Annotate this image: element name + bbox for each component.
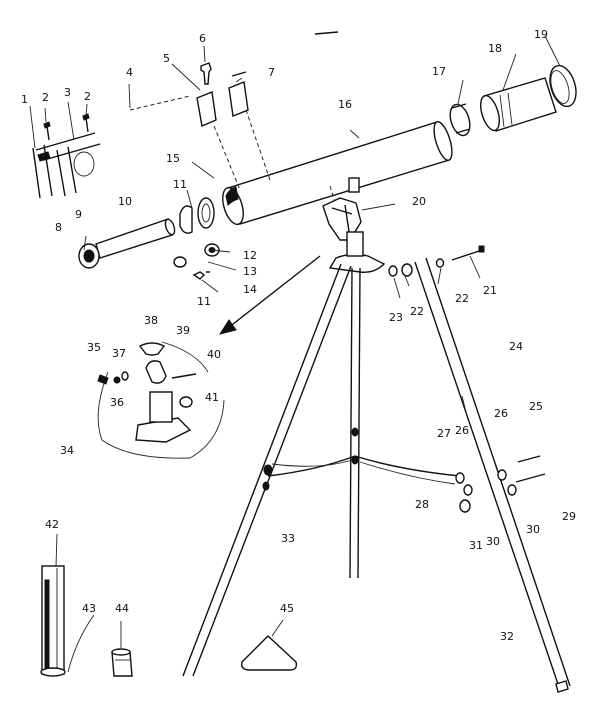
part-label: 41 — [205, 391, 219, 404]
part-label: 11 — [173, 178, 187, 191]
part-label: 26 — [455, 424, 469, 437]
part-label: 8 — [55, 221, 62, 234]
washers — [388, 258, 445, 277]
part-label: 37 — [112, 347, 126, 360]
detail-callout — [97, 341, 225, 459]
part-label: 30 — [526, 523, 540, 536]
thumb-screw — [200, 62, 212, 85]
accessory-tray — [240, 635, 298, 671]
leg-braces — [262, 455, 461, 491]
tube-rings — [196, 71, 249, 127]
leg-foot — [111, 648, 133, 677]
small-hardware — [173, 243, 220, 280]
tripod-leg-center — [349, 267, 361, 579]
part-label: 22 — [455, 292, 469, 305]
part-label: 32 — [500, 630, 514, 643]
part-label: 1 — [21, 93, 28, 106]
lens-ring — [449, 103, 471, 137]
part-label: 27 — [437, 427, 451, 440]
part-label: 2 — [42, 91, 49, 104]
part-label: 19 — [534, 28, 548, 41]
part-label: 28 — [415, 498, 429, 511]
part-label: 45 — [280, 602, 294, 615]
part-label: 23 — [389, 311, 403, 324]
part-label: 18 — [488, 42, 502, 55]
part-label: 40 — [207, 348, 221, 361]
part-label: 24 — [509, 340, 523, 353]
part-label: 31 — [469, 539, 483, 552]
part-label: 3 — [64, 86, 71, 99]
part-label: 35 — [87, 341, 101, 354]
part-label: 4 — [126, 66, 133, 79]
part-label: 16 — [338, 98, 352, 111]
eyepiece-cap — [78, 243, 100, 269]
part-label: 17 — [432, 65, 446, 78]
dust-cap — [549, 64, 577, 108]
part-label: 36 — [110, 396, 124, 409]
finder-bracket — [32, 132, 101, 199]
part-label: 5 — [163, 52, 170, 65]
part-label: 6 — [199, 32, 206, 45]
brace-hardware — [455, 455, 546, 513]
focuser-adapter — [179, 197, 215, 234]
part-label: 10 — [118, 195, 132, 208]
part-label: 22 — [410, 305, 424, 318]
part-label: 14 — [243, 283, 257, 296]
bracket-screws — [43, 113, 90, 141]
part-label: 2 — [84, 90, 91, 103]
part-label: 11 — [197, 295, 211, 308]
part-label: 25 — [529, 400, 543, 413]
part-label: 43 — [82, 602, 96, 615]
part-label: 33 — [281, 532, 295, 545]
part-label: 44 — [115, 602, 129, 615]
top-dash — [314, 31, 339, 35]
part-label: 29 — [562, 510, 576, 523]
part-label: 39 — [176, 324, 190, 337]
dew-shield — [480, 77, 557, 132]
tripod-leg-right — [414, 257, 571, 693]
part-label: 15 — [166, 152, 180, 165]
part-label: 21 — [483, 284, 497, 297]
part-label: 34 — [60, 444, 74, 457]
part-label: 26 — [494, 407, 508, 420]
part-label: 20 — [412, 195, 426, 208]
tripod-head — [328, 231, 386, 274]
part-label: 9 — [75, 208, 82, 221]
detail-arrow — [218, 255, 321, 335]
leg-bolt — [451, 245, 485, 261]
part-labels: 1 2 2 3 4 5 6 7 8 9 10 11 11 12 13 14 15… — [21, 28, 576, 643]
part-label: 38 — [144, 314, 158, 327]
leader-lines — [29, 35, 561, 673]
main-tube — [222, 121, 453, 226]
eyepiece-tube — [95, 218, 176, 259]
part-label: 12 — [243, 249, 257, 262]
part-label: 7 — [268, 66, 275, 79]
part-label: 30 — [486, 535, 500, 548]
part-label: 42 — [45, 518, 59, 531]
alignment-lines — [129, 95, 337, 207]
leg-extension — [40, 565, 66, 677]
part-label: 13 — [243, 265, 257, 278]
